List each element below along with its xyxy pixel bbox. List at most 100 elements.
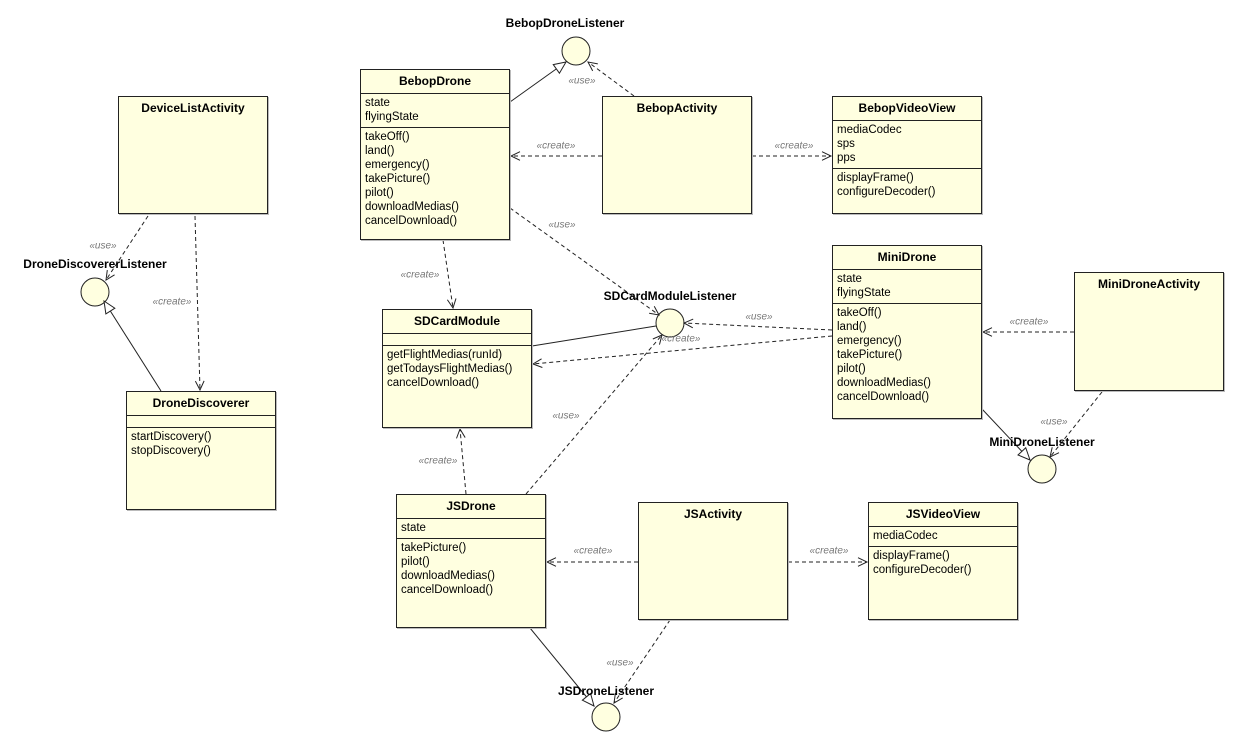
relation-line <box>509 207 660 316</box>
open-arrowhead <box>545 557 557 567</box>
open-arrowhead <box>613 693 623 704</box>
operation: cancelDownload() <box>401 584 494 596</box>
operation: takePicture() <box>837 349 903 361</box>
operation: takePicture() <box>401 542 467 554</box>
operation: emergency() <box>837 335 902 347</box>
stereotype-label: «use» <box>745 311 773 323</box>
open-arrowhead <box>531 358 543 368</box>
relation-realization <box>103 299 162 392</box>
relation-dependency <box>442 239 457 310</box>
hollow-triangle-arrowhead <box>552 61 567 75</box>
open-arrowhead <box>821 151 833 161</box>
relation-realization <box>981 408 1031 461</box>
operation: takePicture() <box>365 173 431 185</box>
relation-dependency <box>456 427 467 495</box>
class-name: JSDrone <box>446 499 496 513</box>
open-arrowhead <box>649 305 660 316</box>
operations-compartment: takeOff()land()emergency()takePicture()p… <box>833 303 981 407</box>
operation: downloadMedias() <box>401 570 495 582</box>
interface-circle-dronediscovererlistener <box>80 277 110 307</box>
interface-circle-minidronelistener <box>1027 454 1057 484</box>
operation: takeOff() <box>365 131 410 143</box>
relation-dependency <box>531 335 833 368</box>
attributes-compartment: mediaCodec <box>869 526 1017 546</box>
stereotype-label: «create» <box>573 545 613 557</box>
interface-circle-jsdronelistener <box>591 702 621 732</box>
attributes-compartment <box>383 333 531 345</box>
open-arrowhead <box>194 380 205 392</box>
interface-label: DroneDiscovererListener <box>23 257 167 271</box>
relation-dependency <box>525 334 663 495</box>
operation: getFlightMedias(runId) <box>387 349 503 361</box>
operation: getTodaysFlightMedias() <box>387 363 513 375</box>
operation: cancelDownload() <box>365 215 458 227</box>
open-arrowhead <box>509 151 521 161</box>
class-name: SDCardModule <box>413 314 500 328</box>
operation: displayFrame() <box>837 172 914 184</box>
class-name: JSVideoView <box>905 507 981 521</box>
open-arrowhead <box>1049 447 1060 458</box>
relation-dependency <box>788 557 869 567</box>
operations-compartment: displayFrame()configureDecoder() <box>833 168 981 202</box>
attributes-compartment: state <box>397 518 545 538</box>
stereotype-label: «create» <box>152 296 192 308</box>
relation-dependency <box>587 61 635 97</box>
operation: cancelDownload() <box>387 377 480 389</box>
open-arrowhead <box>857 557 869 567</box>
class-box-jsvideoview: JSVideoView mediaCodec displayFrame() confi… <box>868 502 1018 620</box>
attribute: pps <box>837 152 856 164</box>
attribute: mediaCodec <box>837 124 902 136</box>
attribute: sps <box>837 138 855 150</box>
open-arrowhead <box>587 61 598 72</box>
class-name: MiniDroneActivity <box>1097 277 1200 291</box>
stereotype-label: «create» <box>536 140 576 152</box>
relation-dependency <box>682 318 833 331</box>
class-box-bebopvideoview: BebopVideoView mediaCodec sps pps displayFra… <box>832 96 982 214</box>
class-name: DeviceListActivity <box>141 101 245 115</box>
attributes-compartment: state flyingState <box>361 93 509 127</box>
stereotype-label: «use» <box>548 219 576 231</box>
interface-label: SDCardModuleListener <box>603 289 737 303</box>
relation-line <box>587 61 635 97</box>
relation-dependency <box>545 557 638 567</box>
relation-dependency <box>194 215 205 392</box>
relation-line <box>531 325 657 347</box>
operations-compartment: takePicture()pilot()downloadMedias()canc… <box>397 538 545 600</box>
open-arrowhead <box>456 427 466 439</box>
attribute: state <box>837 273 862 285</box>
operations-compartment: getFlightMedias(runId) getTodaysFlightMed… <box>383 345 531 393</box>
operation: configureDecoder() <box>873 564 972 576</box>
class-box-bebopactivity: BebopActivity <box>602 96 752 214</box>
class-name: BebopVideoView <box>858 101 956 115</box>
hollow-triangle-arrowhead <box>581 692 595 707</box>
attribute: state <box>365 97 390 109</box>
stereotype-label: «use» <box>89 240 117 252</box>
relation-dependency <box>613 619 671 704</box>
open-arrowhead <box>652 334 663 345</box>
attributes-compartment <box>127 415 275 427</box>
relation-line <box>105 215 149 281</box>
interface-label: MiniDroneListener <box>989 435 1095 449</box>
stereotype-label: «use» <box>606 657 634 669</box>
operation: takeOff() <box>837 307 882 319</box>
stereotype-label: «use» <box>552 410 580 422</box>
class-name: BebopDrone <box>399 74 471 88</box>
relation-line <box>103 300 162 392</box>
open-arrowhead <box>446 298 457 310</box>
attribute: mediaCodec <box>873 530 938 542</box>
operations-compartment: startDiscovery()stopDiscovery() <box>127 427 275 461</box>
stereotype-label: «create» <box>661 333 701 345</box>
operation: stopDiscovery() <box>131 445 211 457</box>
operation: emergency() <box>365 159 430 171</box>
relation-dependency <box>752 151 833 161</box>
relation-line <box>529 627 595 707</box>
attribute: flyingState <box>365 111 419 123</box>
open-arrowhead <box>105 270 115 281</box>
relation-realization <box>529 627 595 707</box>
operation: displayFrame() <box>873 550 950 562</box>
relation-dependency <box>981 327 1074 337</box>
